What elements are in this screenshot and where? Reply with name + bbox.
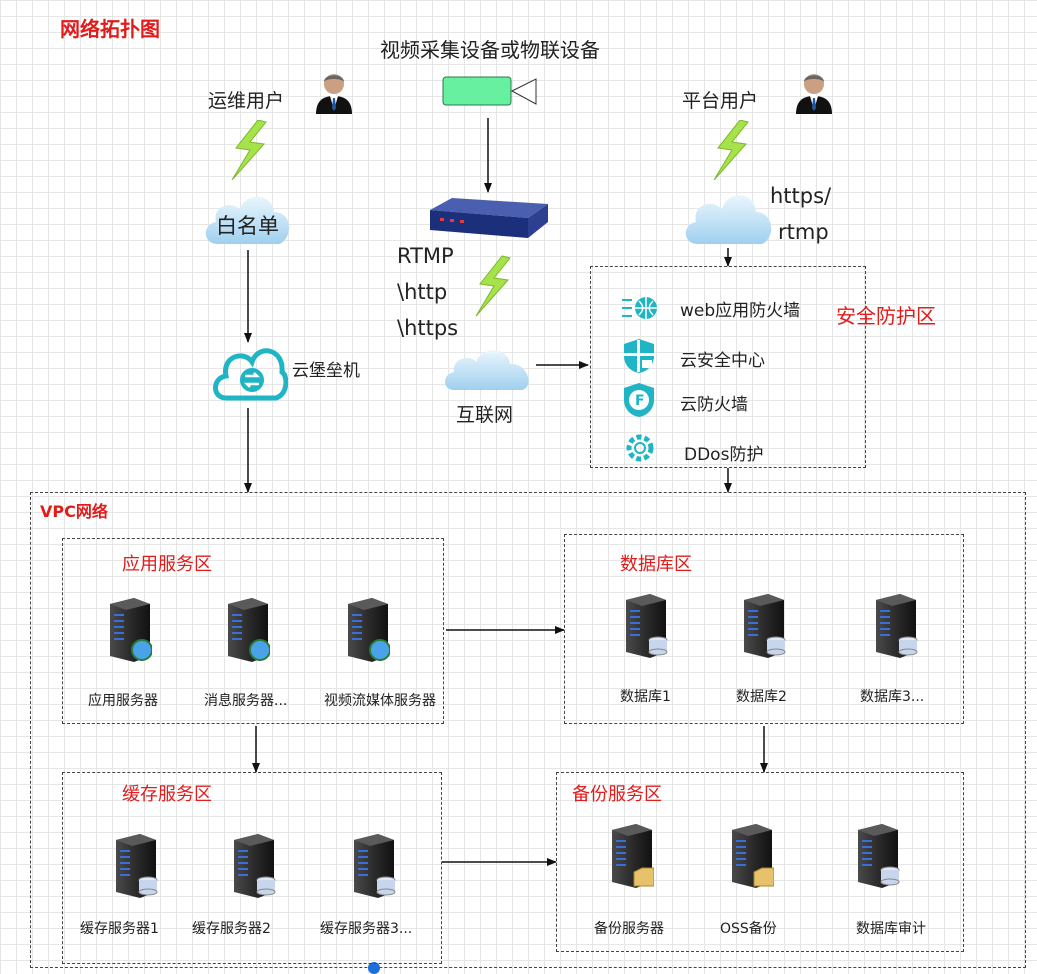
- security-item-firewall: 云防火墙: [680, 395, 748, 415]
- cache-server-1-label: 缓存服务器1: [80, 921, 159, 937]
- database-3-label: 数据库3...: [860, 689, 925, 705]
- internet-cloud-icon: [445, 350, 529, 390]
- message-server-label: 消息服务器...: [204, 693, 288, 709]
- database-2-icon: [738, 594, 786, 658]
- protocol-https: \https: [397, 316, 459, 340]
- waf-icon: [622, 297, 657, 319]
- cache-server-1-icon: [110, 834, 158, 898]
- security-item-ddos: DDos防护: [684, 445, 764, 465]
- cache-server-3-label: 缓存服务器3...: [320, 921, 413, 937]
- platform-user-label: 平台用户: [682, 90, 759, 112]
- cache-server-2-label: 缓存服务器2: [192, 921, 271, 937]
- svg-text:F: F: [635, 393, 645, 409]
- security-zone-box: [590, 266, 866, 468]
- camera-icon: [442, 76, 537, 106]
- bastion-label: 云堡垒机: [292, 361, 360, 381]
- https-label: https/: [770, 184, 832, 208]
- security-center-icon: [624, 339, 654, 373]
- cache-zone-label: 缓存服务区: [122, 784, 212, 805]
- db-zone-label: 数据库区: [620, 554, 692, 575]
- bastion-icon: [213, 348, 288, 401]
- ops-user-label: 运维用户: [208, 90, 285, 112]
- internet-label: 互联网: [456, 404, 514, 426]
- database-2-label: 数据库2: [736, 689, 787, 705]
- cache-zone-box: [62, 772, 442, 964]
- platform-bolt-icon: [710, 120, 750, 180]
- media-server-label: 视频流媒体服务器: [324, 693, 436, 709]
- app-server-label: 应用服务器: [88, 693, 158, 709]
- protocol-rtmp: RTMP: [397, 244, 454, 268]
- platform-user-icon: [794, 68, 834, 116]
- security-item-center: 云安全中心: [680, 351, 765, 371]
- router-bolt-icon: [475, 255, 511, 317]
- whitelist-cloud-icon: [205, 196, 290, 244]
- database-3-icon: [870, 594, 918, 658]
- app-server-icon: [104, 598, 152, 662]
- media-server-icon: [342, 598, 390, 662]
- connection-handle[interactable]: [368, 962, 380, 974]
- database-1-label: 数据库1: [620, 689, 671, 705]
- platform-cloud-icon: [685, 195, 772, 244]
- db-audit-icon: [852, 824, 900, 888]
- diagram-title: 网络拓扑图: [60, 17, 160, 41]
- ops-user-icon: [314, 68, 354, 116]
- backup-zone-label: 备份服务区: [572, 784, 662, 805]
- cloud-firewall-icon: F: [624, 383, 654, 417]
- router-icon: [430, 198, 548, 238]
- ops-bolt-icon: [228, 120, 268, 180]
- whitelist-label: 白名单: [216, 214, 279, 238]
- cache-server-2-icon: [228, 834, 276, 898]
- database-1-icon: [620, 594, 668, 658]
- app-zone-box: [62, 538, 444, 724]
- app-zone-label: 应用服务区: [122, 554, 212, 575]
- backup-server-label: 备份服务器: [594, 921, 664, 937]
- backup-server-icon: [606, 824, 654, 888]
- oss-backup-icon: [726, 824, 774, 888]
- db-audit-label: 数据库审计: [856, 921, 926, 937]
- oss-backup-label: OSS备份: [720, 921, 777, 937]
- security-zone-label: 安全防护区: [836, 304, 936, 328]
- device-label: 视频采集设备或物联设备: [380, 38, 600, 62]
- vpc-box: [30, 492, 1026, 968]
- message-server-icon: [222, 598, 270, 662]
- backup-zone-box: [556, 772, 964, 952]
- vpc-label: VPC网络: [40, 502, 108, 521]
- rtmp-label: rtmp: [778, 220, 829, 244]
- db-zone-box: [564, 534, 964, 724]
- protocol-http: \http: [397, 280, 448, 304]
- security-item-waf: web应用防火墙: [680, 301, 801, 321]
- ddos-gear-icon: [626, 434, 654, 462]
- cache-server-3-icon: [348, 834, 396, 898]
